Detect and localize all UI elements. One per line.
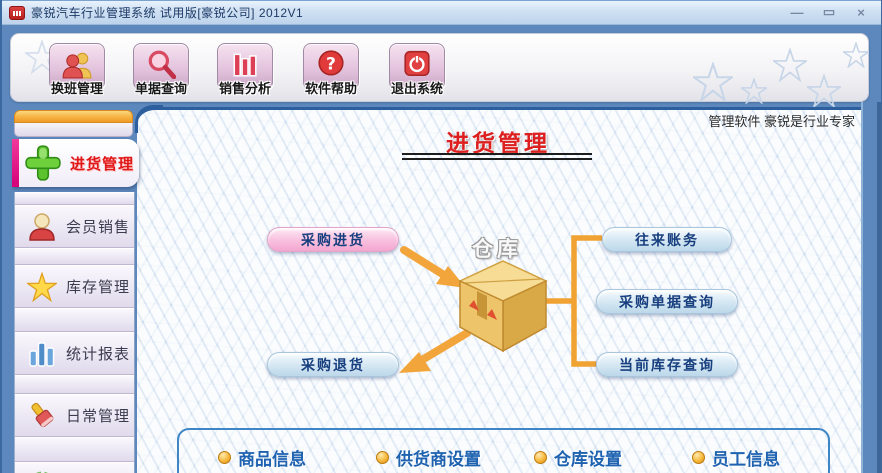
button-frame (217, 43, 273, 90)
quick-links-box (177, 428, 830, 473)
sidebar-collapsed-header[interactable] (14, 110, 133, 123)
power-icon (404, 50, 430, 77)
sidebar-spacer (15, 192, 134, 205)
title-bar: 豪锐汽车行业管理系统 试用版[豪锐公司] 2012V1 (2, 0, 881, 25)
star-icon (27, 271, 57, 302)
sidebar-item-member-sales[interactable]: 会员销售 (15, 205, 134, 248)
star-decoration-icon (741, 78, 767, 104)
green-plus-icon (25, 145, 61, 181)
link-label: 员工信息 (712, 450, 780, 469)
warehouse-label: 仓库 (472, 238, 522, 261)
window-right-border (861, 102, 881, 473)
quick-links: 商品信息 供货商设置 仓库设置 员工信息 (218, 445, 850, 470)
help-icon: ? (318, 50, 344, 76)
close-button[interactable]: × (857, 4, 865, 20)
button-label: 单据查询 (134, 81, 187, 96)
sales-analysis-button[interactable]: 销售分析 (213, 43, 277, 97)
sidebar-item-inventory-management[interactable]: 库存管理 (15, 265, 134, 308)
sidebar-spacer (15, 248, 134, 265)
current-stock-query-button[interactable]: 当前库存查询 (596, 352, 738, 377)
sidebar-spacer (15, 308, 134, 332)
pill-label: 采购退货 (301, 356, 365, 373)
button-frame (49, 43, 105, 90)
sidebar-header-strip (14, 123, 133, 137)
sidebar-menu: 会员销售 库存管理 统计报表 (14, 192, 135, 473)
document-query-button[interactable]: 单据查询 (129, 43, 193, 97)
purchase-in-button[interactable]: 采购进货 (267, 227, 399, 252)
bullet-dot-icon (376, 451, 389, 464)
pill-label: 采购单据查询 (619, 293, 715, 310)
main-content (137, 107, 861, 473)
purchase-return-button[interactable]: 采购退货 (267, 352, 399, 377)
page-title: 进货管理 (446, 130, 550, 156)
app-logo-icon (9, 5, 25, 20)
people-icon (62, 52, 92, 79)
button-label: 换班管理 (50, 81, 103, 96)
star-decoration-icon (693, 62, 733, 102)
button-label: 退出系统 (390, 81, 443, 96)
sidebar-item-purchase-management-active[interactable]: 进货管理 (12, 139, 139, 187)
toolbar: 换班管理 单据查询 销售分析 (10, 33, 869, 108)
link-label: 商品信息 (238, 450, 306, 469)
button-frame (133, 43, 189, 90)
bar-chart-icon (233, 53, 257, 77)
purchase-doc-query-button[interactable]: 采购单据查询 (596, 289, 738, 314)
minimize-button[interactable]: — (790, 4, 804, 20)
button-label: 软件帮助 (304, 81, 357, 96)
active-indicator (12, 139, 19, 187)
sidebar-item-label: 进货管理 (70, 155, 135, 173)
star-decoration-icon (807, 74, 841, 108)
link-label: 仓库设置 (554, 450, 622, 469)
exit-system-button[interactable]: 退出系统 (385, 43, 449, 97)
sidebar-spacer (15, 437, 134, 462)
button-frame: ? (303, 43, 359, 90)
pill-label: 采购进货 (301, 231, 365, 248)
sidebar-item-daily-management[interactable]: 日常管理 (15, 394, 134, 437)
magnifier-icon (148, 50, 176, 79)
title-underline (402, 153, 592, 160)
window-controls: — ▭ × (787, 4, 871, 20)
shift-management-button[interactable]: 换班管理 (45, 43, 109, 97)
sidebar-item-label: 统计报表 (66, 346, 131, 363)
gear-icon (35, 471, 49, 473)
accounts-button[interactable]: 往来账务 (602, 227, 732, 252)
star-decoration-icon (843, 42, 869, 68)
sidebar-item-label: 库存管理 (66, 279, 131, 296)
star-decoration-icon (773, 48, 807, 82)
sidebar-item-partial[interactable] (15, 462, 134, 473)
sidebar-spacer (15, 375, 134, 394)
slogan-text: 管理软件 豪锐是行业专家 (708, 114, 855, 129)
bullet-dot-icon (218, 451, 231, 464)
window-title: 豪锐汽车行业管理系统 试用版[豪锐公司] 2012V1 (31, 6, 304, 20)
software-help-button[interactable]: ? 软件帮助 (299, 43, 363, 97)
maximize-button[interactable]: ▭ (822, 4, 836, 19)
sidebar-item-label: 会员销售 (66, 219, 131, 236)
link-product-info[interactable]: 商品信息 (218, 445, 376, 470)
button-label: 销售分析 (218, 81, 271, 96)
bullet-dot-icon (534, 451, 547, 464)
link-supplier-settings[interactable]: 供货商设置 (376, 445, 534, 470)
sidebar-item-label: 日常管理 (66, 408, 131, 425)
pill-label: 往来账务 (635, 231, 699, 248)
sidebar-item-statistics-reports[interactable]: 统计报表 (15, 332, 134, 375)
brush-icon (31, 402, 54, 427)
pill-label: 当前库存查询 (619, 356, 715, 373)
stats-bars-icon (29, 341, 55, 367)
button-frame (389, 43, 445, 90)
bullet-dot-icon (692, 451, 705, 464)
person-icon (29, 212, 55, 241)
link-employee-info[interactable]: 员工信息 (692, 445, 850, 470)
link-label: 供货商设置 (396, 450, 481, 469)
link-warehouse-settings[interactable]: 仓库设置 (534, 445, 692, 470)
svg-text:?: ? (326, 54, 336, 74)
